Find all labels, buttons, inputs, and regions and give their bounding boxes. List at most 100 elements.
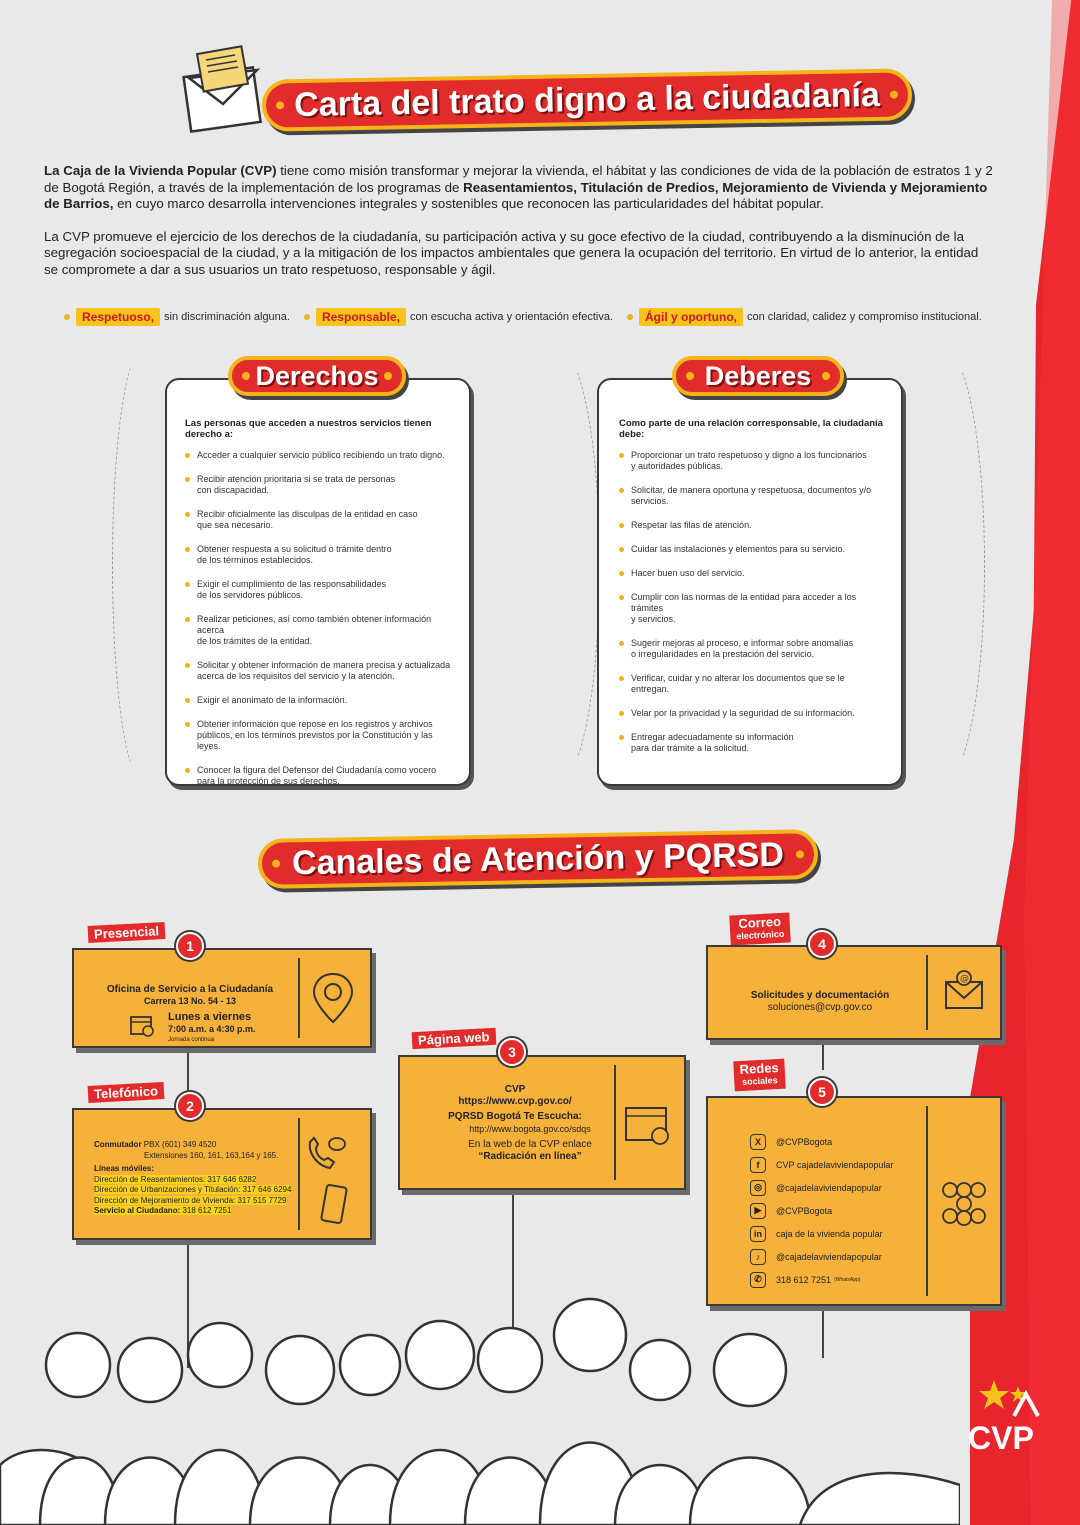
presencial-schedule: Lunes a viernes 7:00 a.m. a 4:30 p.m. Jo… <box>168 1011 256 1047</box>
connector-line <box>822 1040 824 1070</box>
social-handle: @CVPBogota <box>776 1205 833 1216</box>
number-label: 5 <box>818 1084 826 1100</box>
deberes-item: Sugerir mejoras al proceso, e informar s… <box>619 638 885 660</box>
deberes-item: Entregar adecuadamente su información pa… <box>619 732 885 754</box>
correo-tag-small: electrónico <box>736 928 785 942</box>
intro-text: tiene como misión transformar y mejorar … <box>44 163 993 195</box>
derechos-item: Recibir atención prioritaria si se trata… <box>185 474 453 496</box>
social-note: (WhatsApp) <box>834 1276 861 1283</box>
value-responsable: Responsable, con escucha activa y orienta… <box>303 308 614 326</box>
presencial-number: 1 <box>176 932 204 960</box>
servicio-number: 318 612 7251 <box>182 1206 232 1215</box>
presencial-days: Lunes a viernes <box>168 1011 252 1023</box>
phone-icon <box>308 1136 346 1170</box>
dashed-decoration <box>520 350 600 780</box>
deberes-item: Cumplir con las normas de la entidad par… <box>619 592 885 625</box>
cvp-logo: CVP <box>968 1378 1068 1458</box>
intro-paragraph-2: La CVP promueve el ejercicio de los dere… <box>44 228 979 277</box>
number-label: 1 <box>186 938 194 954</box>
page-title: Carta del trato digno a la ciudadanía <box>261 68 913 132</box>
presencial-tag-label: Presencial <box>93 923 160 942</box>
instagram-icon: ◎ <box>750 1179 766 1196</box>
redes-number: 5 <box>808 1078 836 1106</box>
movil-line: Dirección de Urbanizaciones y Titulación… <box>94 1185 292 1194</box>
value-respetuoso: Respetuoso,sin discriminación alguna. <box>64 308 290 326</box>
presencial-note: Jornada continua <box>168 1037 215 1043</box>
pqrsd-label: PQRSD <box>448 1111 484 1122</box>
web-cvp-url[interactable]: https://www.cvp.gov.co/ <box>458 1096 572 1107</box>
presencial-address: Carrera 13 No. 54 - 13 <box>143 995 237 1006</box>
web-box <box>398 1055 686 1190</box>
deberes-title: Deberes <box>672 356 844 396</box>
web-enlace-link[interactable]: “Radicación en línea” <box>478 1151 582 1162</box>
web-tag-label: Página web <box>417 1029 490 1048</box>
value-label: Responsable, <box>315 308 406 326</box>
calendar-icon <box>130 1016 154 1037</box>
telefonico-info: Conmutador PBX (601) 349 4520 Extensione… <box>94 1140 294 1217</box>
derechos-item: Recibir oficialmente las disculpas de la… <box>185 509 453 531</box>
social-handle: 318 612 7251 <box>776 1274 832 1285</box>
bte-url[interactable]: http://www.bogota.gov.co/sdqs <box>469 1124 591 1134</box>
conmutador-number: PBX (601) 349 4520 <box>143 1140 217 1149</box>
correo-box <box>706 945 1002 1040</box>
value-label: Ágil y oportuno, <box>639 308 744 326</box>
derechos-item: Conocer la figura del Defensor del Ciuda… <box>185 765 453 787</box>
bte-label: Bogotá Te Escucha: <box>486 1111 582 1122</box>
value-text: con escucha activa y orientación efectiv… <box>410 311 614 323</box>
social-media-icon <box>942 1182 986 1226</box>
location-pin-icon <box>312 972 354 1024</box>
intro-paragraph-1: La Caja de la Vivienda Popular (CVP) tie… <box>44 163 994 213</box>
deberes-item: Cuidar las instalaciones y elementos par… <box>619 544 885 555</box>
x-icon: X <box>750 1133 766 1150</box>
value-label: Respetuoso, <box>76 308 161 326</box>
telefonico-number: 2 <box>176 1092 204 1120</box>
deberes-title-text: Deberes <box>704 360 812 391</box>
derechos-item: Exigir el anonimato de la información. <box>185 695 453 706</box>
social-row[interactable]: ♪@cajadelaviviendapopular <box>750 1245 920 1268</box>
deberes-item: Proporcionar un trato respetuoso y digno… <box>619 450 885 472</box>
youtube-icon: ▶ <box>750 1202 766 1219</box>
movil-line: Dirección de Mejoramiento de Vivienda: 3… <box>94 1195 287 1205</box>
dashed-decoration <box>112 350 172 780</box>
connector-line <box>187 1238 189 1368</box>
deberes-intro: Como parte de una relación corresponsabl… <box>619 418 883 440</box>
value-text: con claridad, calidez y compromiso insti… <box>747 311 982 323</box>
derechos-title-text: Derechos <box>255 360 379 391</box>
correo-number: 4 <box>808 930 836 958</box>
deberes-list: Proporcionar un trato respetuoso y digno… <box>619 450 885 754</box>
deberes-card: Como parte de una relación corresponsabl… <box>597 378 903 786</box>
deberes-item: Solicitar, de manera oportuna y respetuo… <box>619 485 885 507</box>
value-agil: Ágil y oportuno,con claridad, calidez y … <box>627 308 982 326</box>
svg-text:@: @ <box>960 974 969 984</box>
number-label: 3 <box>508 1044 516 1060</box>
social-row[interactable]: ▶ @CVPBogota <box>750 1199 920 1222</box>
correo-tag: Correo electrónico <box>729 912 791 946</box>
presencial-box <box>72 948 372 1048</box>
facebook-icon: f <box>750 1156 766 1173</box>
derechos-card: Las personas que acceden a nuestros serv… <box>165 378 471 786</box>
web-cvp-label: CVP <box>504 1084 526 1095</box>
canales-title: Canales de Atención y PQRSD <box>257 829 819 889</box>
social-row[interactable]: ✆318 612 7251(WhatsApp) <box>750 1268 920 1291</box>
correo-title: Solicitudes y documentación <box>750 990 890 1001</box>
derechos-intro: Las personas que acceden a nuestros serv… <box>185 418 432 440</box>
web-info: CVP https://www.cvp.gov.co/ PQRSD Bogotá… <box>420 1084 610 1163</box>
web-enlace-text: En la web de la CVP enlace <box>468 1139 592 1150</box>
derechos-item: Acceder a cualquier servicio público rec… <box>185 450 453 461</box>
deberes-item: Velar por la privacidad y la seguridad d… <box>619 708 885 719</box>
presencial-info: Oficina de Servicio a la Ciudadanía Carr… <box>80 984 300 1007</box>
intro-cvp-name: La Caja de la Vivienda Popular (CVP) <box>44 163 277 178</box>
number-label: 4 <box>818 936 826 952</box>
correo-email[interactable]: soluciones@cvp.gov.co <box>767 1002 873 1013</box>
social-row[interactable]: ◎@cajadelaviviendapopular <box>750 1176 920 1199</box>
social-row[interactable]: X@CVPBogota <box>750 1130 920 1153</box>
social-handle: CVP cajadelaviviendapopular <box>776 1159 894 1170</box>
connector-line <box>187 1048 189 1090</box>
envelope-icon <box>182 45 262 134</box>
derechos-item: Obtener respuesta a su solicitud o trámi… <box>185 544 453 566</box>
servicio-label: Servicio al Ciudadano: <box>94 1206 181 1215</box>
telefonico-tag: Telefónico <box>87 1082 165 1103</box>
cvp-logo-text: CVP <box>968 1420 1034 1456</box>
social-row[interactable]: f CVP cajadelaviviendapopular <box>750 1153 920 1176</box>
